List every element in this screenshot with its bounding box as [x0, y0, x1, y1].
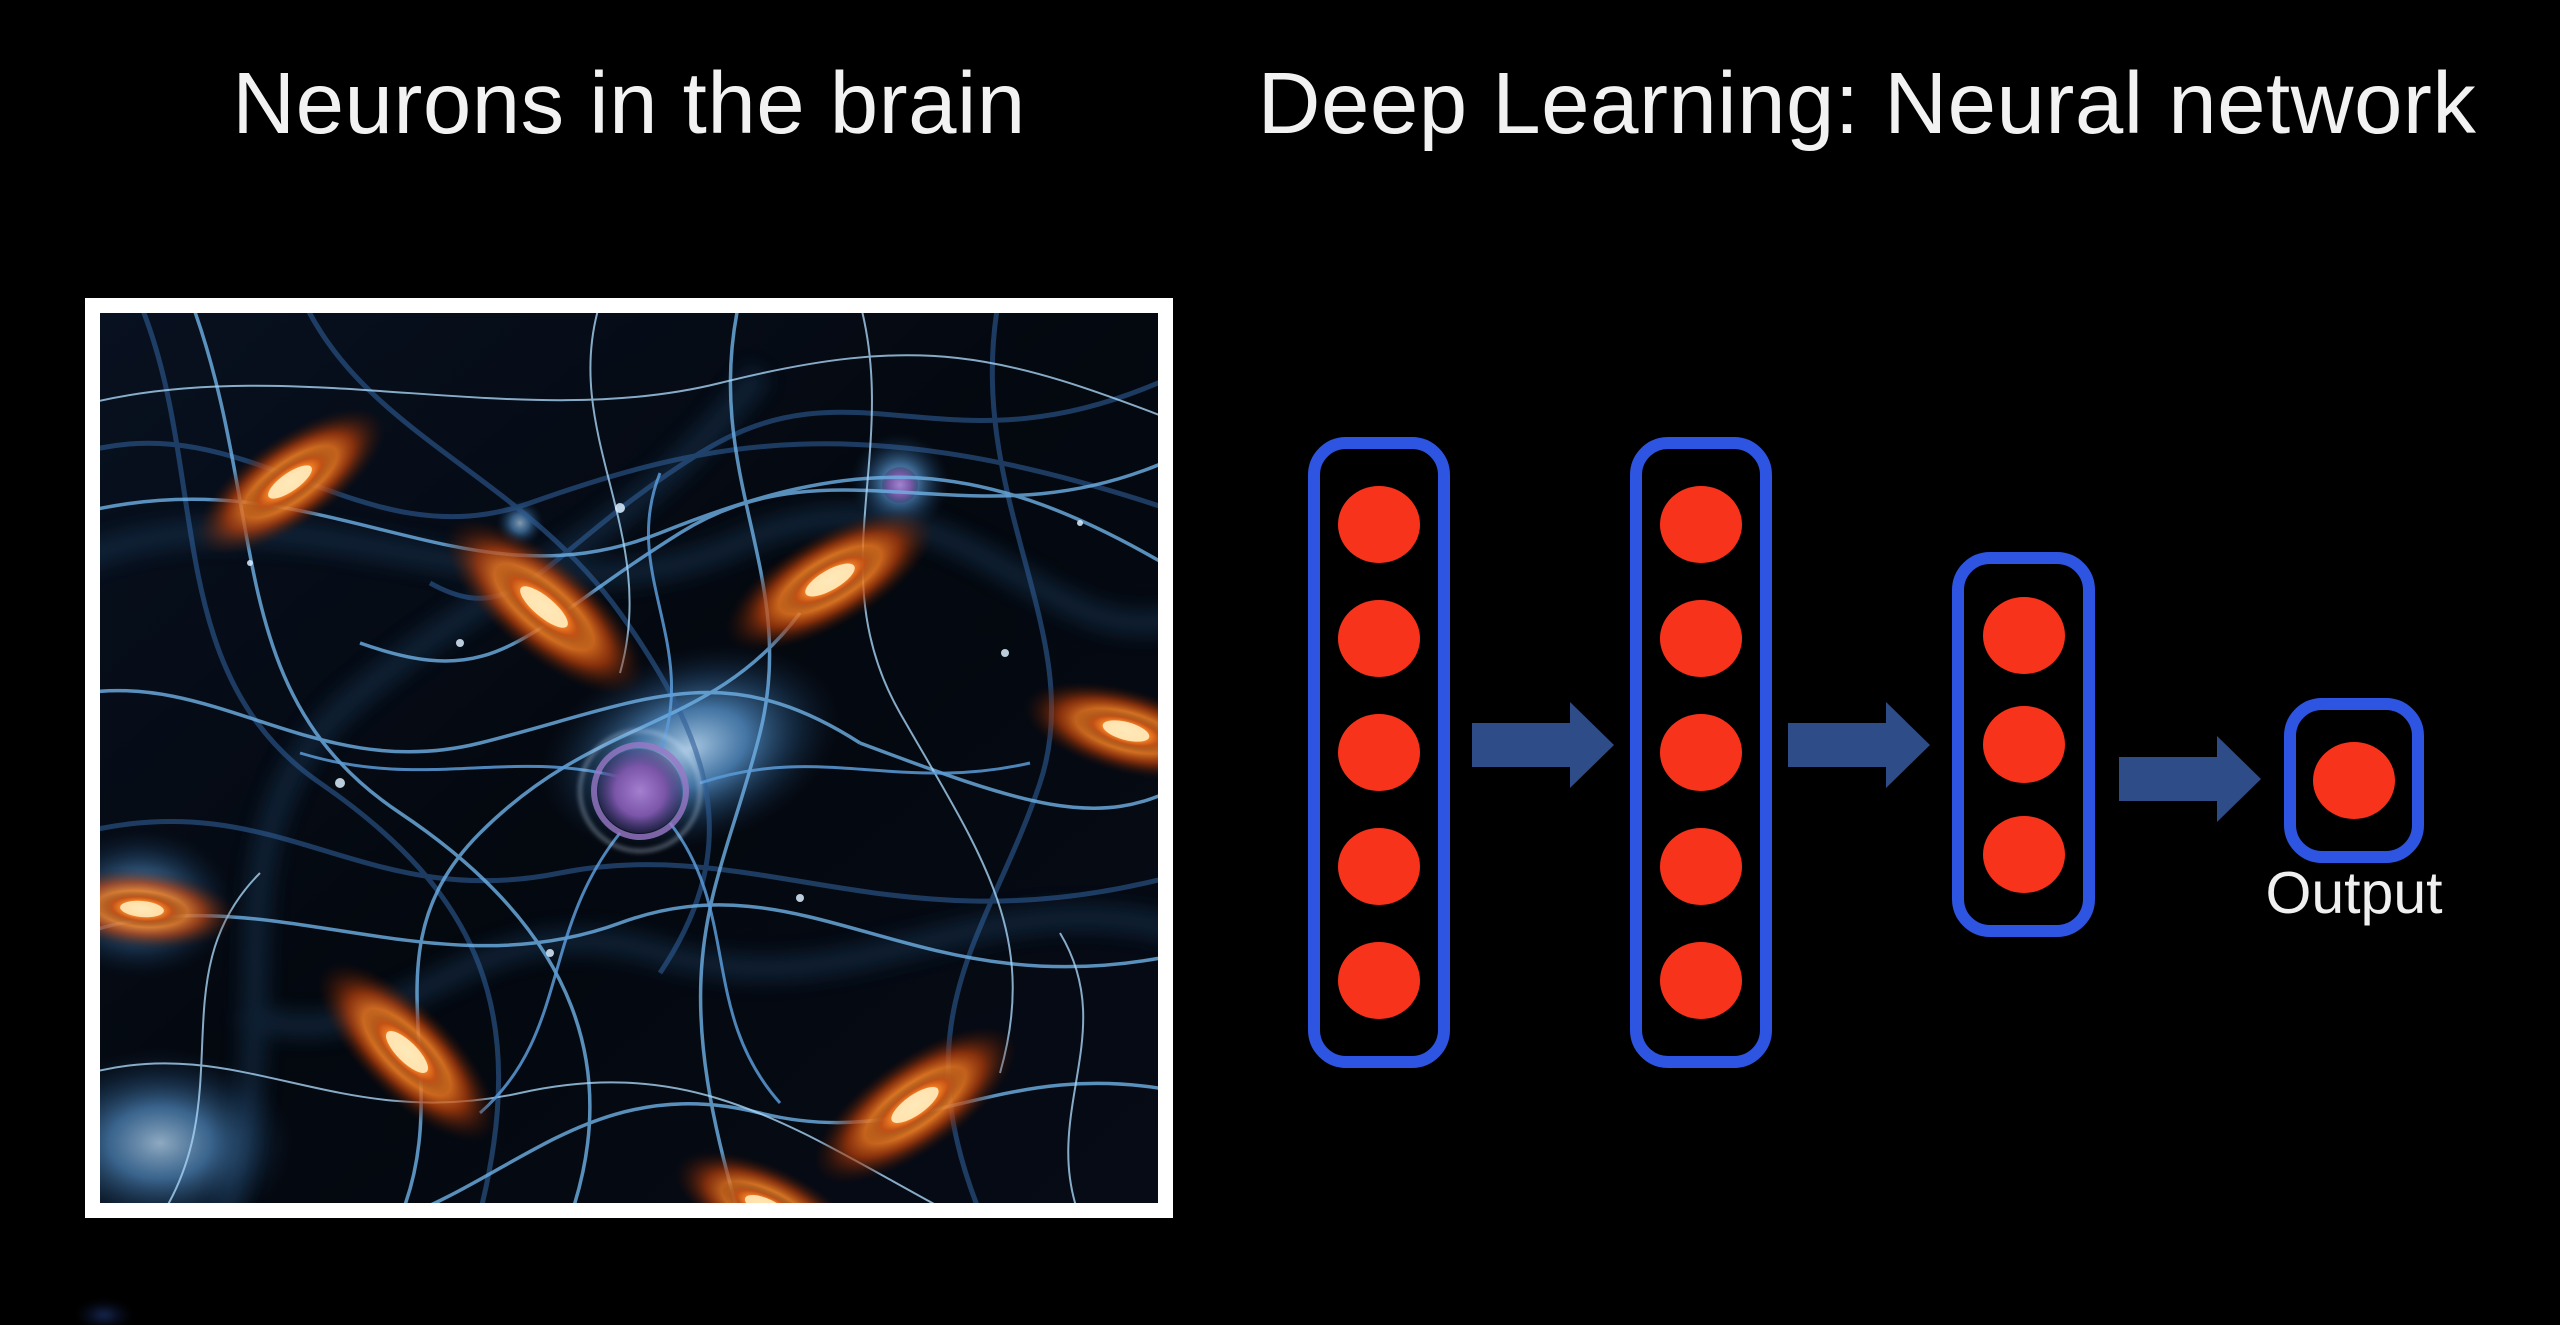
neuron-node	[1982, 706, 2065, 783]
central-cell-dendrites	[299, 472, 1031, 1115]
neurons-photo-frame	[85, 298, 1173, 1218]
arrow-right-icon	[1788, 702, 1930, 788]
neuron-node	[1660, 600, 1742, 677]
neuron-node	[1338, 942, 1420, 1019]
left-panel-title: Neurons in the brain	[232, 55, 1026, 152]
corner-artifact	[76, 1300, 132, 1325]
neuron-node	[1338, 600, 1420, 677]
neuron-node	[2313, 742, 2395, 819]
neuron-node	[1338, 714, 1420, 791]
hidden-layer-1	[1630, 437, 1772, 1068]
right-panel-title: Deep Learning: Neural network	[1257, 55, 2477, 152]
neuron-node	[1660, 714, 1742, 791]
dendrite-lines-mid	[100, 313, 1158, 1203]
neuron-node	[1660, 942, 1742, 1019]
hidden-layer-2	[1952, 552, 2095, 937]
output-layer	[2284, 698, 2424, 863]
input-layer	[1308, 437, 1450, 1068]
arrow-right-icon	[2119, 736, 2261, 822]
neuron-node	[1338, 828, 1420, 905]
output-label: Output	[2265, 860, 2443, 926]
neuron-node	[1338, 486, 1420, 563]
neuron-node	[1660, 828, 1742, 905]
arrow-right-icon	[1472, 702, 1614, 788]
neuron-nucleus	[578, 729, 702, 853]
sparkle-dots	[247, 503, 1083, 957]
neuron-node	[1982, 596, 2065, 674]
neurons-photo	[100, 313, 1158, 1203]
neuron-node	[1660, 486, 1742, 563]
synapse-glows	[100, 408, 1158, 1203]
neuron-node	[1982, 815, 2065, 893]
